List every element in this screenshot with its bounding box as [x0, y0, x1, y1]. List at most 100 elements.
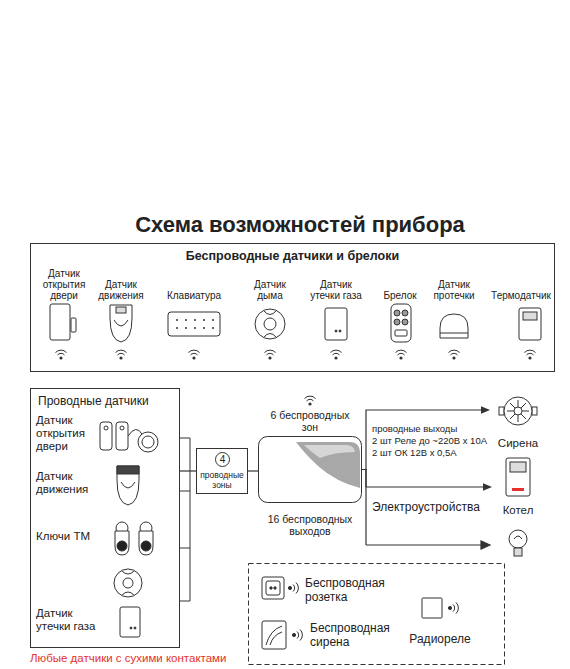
wired-sensor-icons — [128, 429, 142, 436]
wired-zone-bus — [180, 548, 190, 549]
wireless-output: Беспроводная розетка — [258, 574, 398, 606]
sensor-item: Клавиатура — [163, 290, 225, 358]
wireless-symbols — [56, 350, 67, 360]
wired-sensor-icons — [122, 571, 134, 595]
wireless-symbols — [189, 350, 200, 360]
wireless-output: Радиореле — [400, 596, 480, 648]
wired-sensor-item: Датчик открытия двери — [36, 414, 180, 458]
node-text: Датчик открытия двери — [36, 414, 98, 453]
output-device: Сирена — [490, 394, 546, 452]
node-text: Клавиатура — [163, 290, 225, 301]
wired-sensor-icons — [121, 482, 135, 488]
node-text: Датчик движения — [36, 470, 98, 496]
wireless-sensor-icons — [71, 318, 76, 332]
note-text: Любые датчики с сухими контактами — [30, 651, 226, 665]
sensor-item: Брелок — [376, 290, 424, 358]
sensor-item: Датчик дыма — [248, 279, 292, 359]
group-box: Беспроводные датчики и брелокиДатчик отк… — [30, 243, 555, 372]
wired-sensor-icons — [120, 426, 124, 430]
node-text: Беспроводные датчики и брелоки — [31, 249, 554, 264]
wireless-sensor-icons — [194, 327, 196, 329]
wireless-sensor-icons — [212, 327, 214, 329]
node-text: Датчик протечки — [428, 279, 480, 301]
connector — [248, 471, 258, 472]
wired-sensor-icons — [117, 466, 139, 505]
node-text: Брелок — [376, 290, 424, 301]
wireless-sensor-icons — [264, 311, 276, 337]
wireless-sensor-icons — [402, 310, 408, 316]
wireless-sensor-icons — [50, 304, 541, 342]
wireless-sensor-icons — [519, 308, 541, 340]
wireless-sensor-icons — [194, 319, 196, 321]
wireless-outputs-frame — [249, 564, 505, 665]
wired-zone-bus — [180, 438, 190, 601]
output-trunk — [365, 469, 366, 545]
wireless-symbols — [265, 350, 276, 360]
connector-line — [362, 470, 485, 488]
output-icons — [514, 407, 522, 415]
node-text: Сирена — [490, 436, 546, 450]
wired-sensor-icons — [114, 569, 142, 597]
wired-sensor-icons — [115, 531, 129, 555]
wireless-sensor-icons — [440, 314, 468, 338]
wired-sensor-icons — [100, 422, 158, 637]
wired-sensor-icons — [138, 432, 158, 452]
wireless-sensor-icons — [264, 318, 276, 330]
output-spec: проводные выходы — [372, 423, 457, 434]
output-spec: 2 шт ОК 12В х 0,5А — [372, 447, 457, 458]
wireless-output-icons — [422, 598, 442, 618]
wireless-sensor-icons — [114, 320, 128, 326]
wired-sensor-icons — [134, 627, 136, 629]
wired-sensor-icons — [116, 422, 128, 450]
wired-sensor-icons — [120, 607, 140, 637]
sensor-item: Датчик утечки газа — [306, 279, 366, 359]
wired-sensor-icons — [104, 426, 108, 430]
wireless-output-icons — [266, 581, 280, 595]
wireless-sensor-icons — [394, 319, 400, 325]
wireless-sensor-icons — [176, 319, 214, 329]
node-text: Термодатчик — [490, 290, 552, 301]
device-body — [296, 442, 360, 488]
wired-sensor-item: Ключи ТМ — [36, 530, 180, 550]
wired-sensor-icons — [100, 422, 112, 450]
connector-line — [180, 470, 196, 471]
output-trunk — [481, 541, 490, 549]
wireless-output-icons — [288, 583, 298, 594]
wireless-symbols — [331, 350, 342, 360]
node-text: 16 беспроводных выходов — [253, 513, 367, 537]
node-text: Датчик открытия двери — [36, 268, 92, 301]
wireless-sensor-icons — [325, 308, 347, 340]
arrow-head — [483, 483, 492, 491]
node-text: Проводные датчики — [38, 394, 178, 408]
wireless-sensor-icons — [391, 304, 411, 342]
wireless-sensor-icons — [394, 310, 400, 316]
wireless-output-icons — [262, 621, 286, 649]
group-box: Проводные датчикиДатчик открытия двериДа… — [30, 388, 180, 648]
wireless-symbols — [116, 350, 127, 360]
output-icons — [499, 407, 504, 415]
wireless-output-icons — [266, 626, 282, 645]
device-body — [304, 445, 355, 458]
sensor-item: Датчик открытия двери — [36, 268, 92, 358]
output-icons — [499, 397, 537, 556]
wired-zone-bus — [180, 601, 190, 602]
connector — [362, 470, 492, 491]
wired-zone-bus — [190, 438, 191, 601]
node-text: Котел — [492, 503, 544, 517]
connector-line — [248, 470, 258, 471]
output-trunk — [366, 544, 482, 545]
output-icons — [507, 400, 529, 422]
output-device: Котел — [492, 456, 544, 518]
wireless-sensor-icons — [168, 312, 220, 336]
device-box: 6 беспроводных зон16 беспроводных выходо… — [258, 436, 362, 503]
wireless-sensor-icons — [339, 330, 341, 332]
wireless-output-icons — [270, 587, 272, 589]
zone-box: 4проводные зоны — [196, 448, 248, 494]
wired-sensor-item: Датчик движения — [36, 470, 180, 502]
wired-sensor-icons — [117, 541, 127, 551]
wireless-sensor-icons — [255, 309, 285, 339]
wireless-sensor-icons — [176, 319, 178, 321]
output-icons — [506, 458, 530, 496]
node-text: Ключи ТМ — [36, 530, 106, 543]
